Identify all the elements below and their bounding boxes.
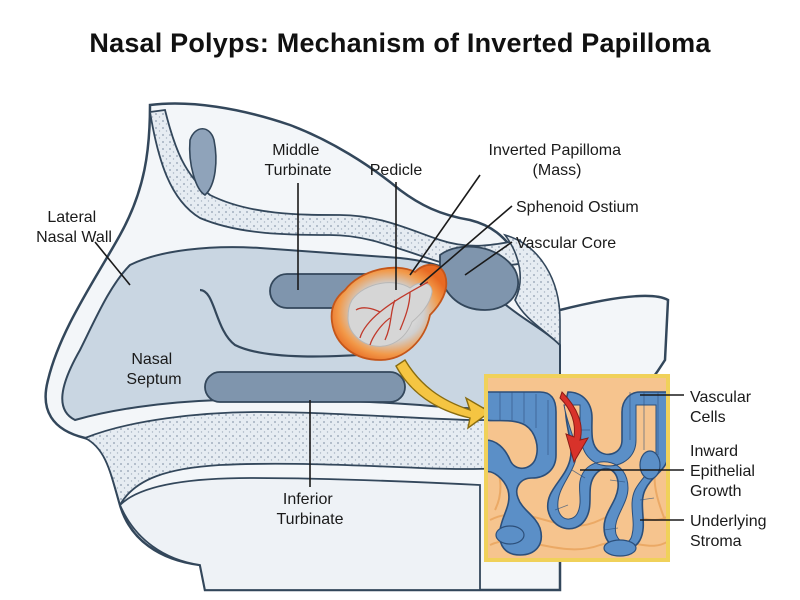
page-title: Nasal Polyps: Mechanism of Inverted Papi…	[89, 28, 711, 58]
histology-inset	[484, 374, 670, 562]
gland	[639, 450, 661, 480]
mass-core	[347, 282, 433, 347]
label-inferior-turbinate: Inferior Turbinate	[277, 491, 344, 528]
zoom-arrow	[395, 359, 492, 430]
inward-growth-arrow	[559, 391, 590, 464]
septum-fold	[199, 288, 401, 358]
mass-vessels	[355, 281, 429, 346]
lower-jaw	[118, 477, 481, 591]
label-lateral-nasal-wall: Lateral Nasal Wall	[36, 209, 112, 246]
label-inverted-papilloma: Inverted Papilloma (Mass)	[489, 142, 626, 179]
sphenoid-bone	[502, 233, 561, 347]
label-nasal-septum: Nasal Septum	[126, 351, 181, 388]
inferior-turbinate-shape	[204, 371, 406, 403]
label-sphenoid-ostium: Sphenoid Ostium	[516, 199, 639, 216]
inset-border	[484, 374, 670, 562]
gland	[495, 525, 525, 545]
frontal-sinus	[188, 127, 217, 196]
label-middle-turbinate: Middle Turbinate	[265, 142, 332, 179]
label-vascular-core: Vascular Core	[516, 235, 616, 252]
sphenoid-sinus	[439, 245, 520, 311]
gland	[603, 539, 637, 557]
label-pedicle: Pedicle	[370, 162, 423, 179]
labels: Lateral Nasal Wall Middle Turbinate Pedi…	[36, 142, 771, 550]
label-underlying-stroma: Underlying Stroma	[690, 513, 771, 550]
label-inward-epithelial-growth: Inward Epithelial Growth	[690, 443, 759, 500]
label-vascular-cells: Vascular Cells	[690, 389, 756, 426]
leader-lines	[94, 174, 684, 521]
